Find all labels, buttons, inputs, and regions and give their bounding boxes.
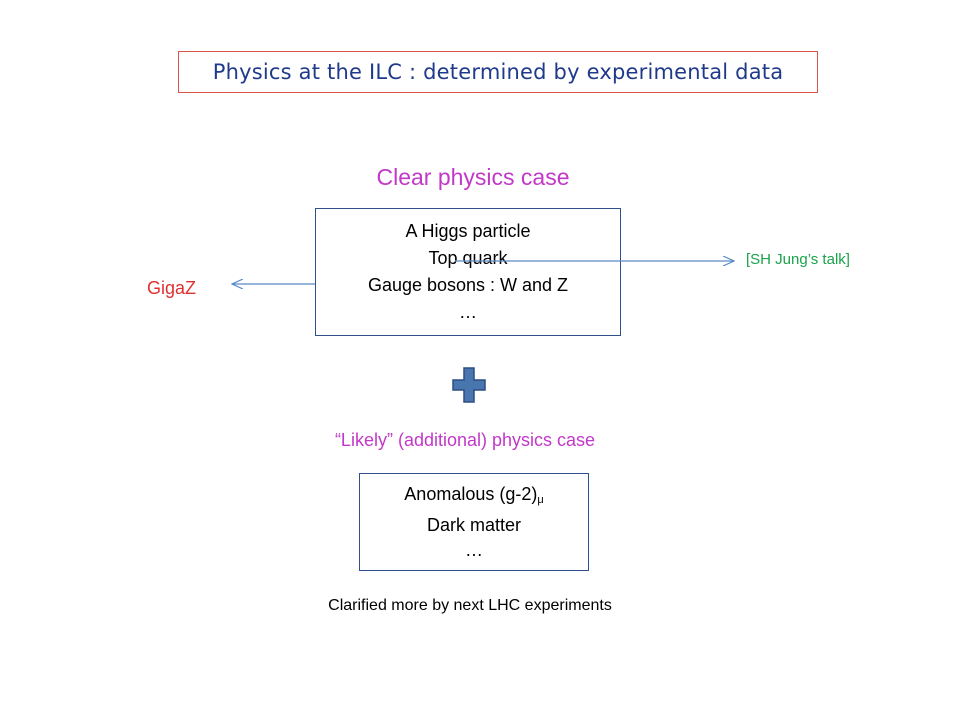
clear-physics-box: A Higgs particle Top quark Gauge bosons …: [315, 208, 621, 336]
clear-item-ellipsis: …: [459, 302, 477, 322]
plus-icon: [452, 367, 486, 403]
clarified-footer: Clarified more by next LHC experiments: [328, 597, 612, 614]
clear-item-gauge: Gauge bosons : W and Z: [367, 275, 569, 295]
likely-physics-heading: “Likely” (additional) physics case: [334, 430, 596, 450]
likely-item-g2: Anomalous (g-2)μ: [404, 482, 543, 513]
clear-item-top: Top quark: [428, 248, 508, 268]
clear-item-higgs: A Higgs particle: [405, 221, 531, 241]
likely-item-dark-matter: Dark matter: [426, 514, 522, 535]
likely-item-ellipsis: …: [465, 539, 483, 560]
slide-title: Physics at the ILC : determined by exper…: [178, 51, 818, 93]
sh-jung-talk-label: [SH Jung’s talk]: [746, 251, 850, 268]
g2-subscript: μ: [537, 493, 544, 506]
gigaz-label: GigaZ: [147, 278, 197, 298]
g2-label: Anomalous (g-2): [404, 483, 538, 504]
clear-physics-heading: Clear physics case: [376, 164, 570, 190]
likely-physics-box: Anomalous (g-2)μ Dark matter …: [359, 473, 589, 571]
